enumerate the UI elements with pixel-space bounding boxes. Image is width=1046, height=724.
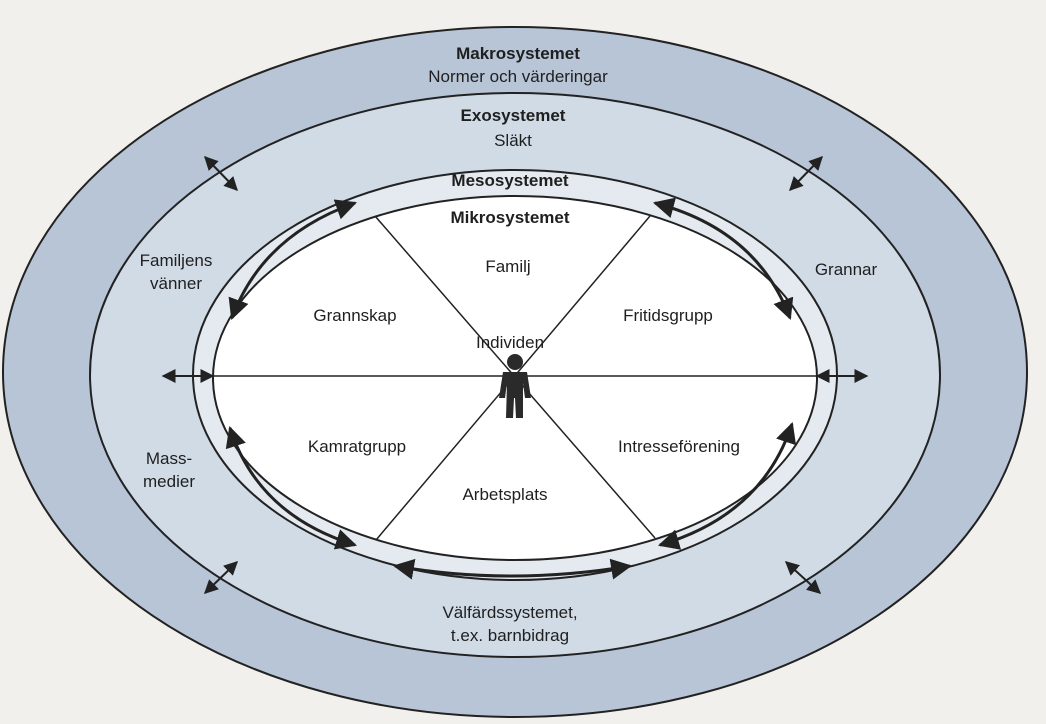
exo-arrow-top-left — [204, 155, 238, 192]
exo-arrow-top-right — [789, 155, 823, 192]
sector-intresseforening: Intresseförening — [618, 437, 740, 456]
sector-familj: Familj — [485, 257, 530, 276]
exosystem-subtitle: Släkt — [494, 131, 532, 150]
exosystem-title: Exosystemet — [461, 106, 566, 125]
meso-arrow-top-right — [652, 197, 794, 320]
person-icon — [499, 354, 531, 418]
meso-arrow-bottom-right — [657, 422, 797, 550]
mesosystem-title: Mesosystemet — [451, 171, 569, 190]
exo-familjens-line1: Familjens — [140, 251, 213, 270]
makrosystem-subtitle: Normer och värderingar — [428, 67, 608, 86]
exo-valfard-line2: t.ex. barnbidrag — [451, 626, 569, 645]
center-individen: Individen — [476, 333, 544, 352]
sector-kamratgrupp: Kamratgrupp — [308, 437, 406, 456]
sector-arbetsplats: Arbetsplats — [462, 485, 547, 504]
sector-fritidsgrupp: Fritidsgrupp — [623, 306, 713, 325]
meso-arrow-bottom — [392, 558, 633, 580]
meso-arrow-bottom-left — [225, 426, 358, 550]
makrosystem-title: Makrosystemet — [456, 44, 580, 63]
exo-familjens-line2: vänner — [150, 274, 202, 293]
exo-valfard-line1: Välfärdssystemet, — [442, 603, 577, 622]
meso-arrow-top-left — [228, 199, 357, 320]
exo-massmedier-line2: medier — [143, 472, 195, 491]
sector-grannskap: Grannskap — [313, 306, 396, 325]
exo-arrow-bottom-left — [203, 561, 239, 594]
exo-arrow-bottom-right — [784, 561, 822, 594]
exo-grannar: Grannar — [815, 260, 878, 279]
exo-massmedier-line1: Mass- — [146, 449, 192, 468]
mikrosystem-title: Mikrosystemet — [450, 208, 569, 227]
